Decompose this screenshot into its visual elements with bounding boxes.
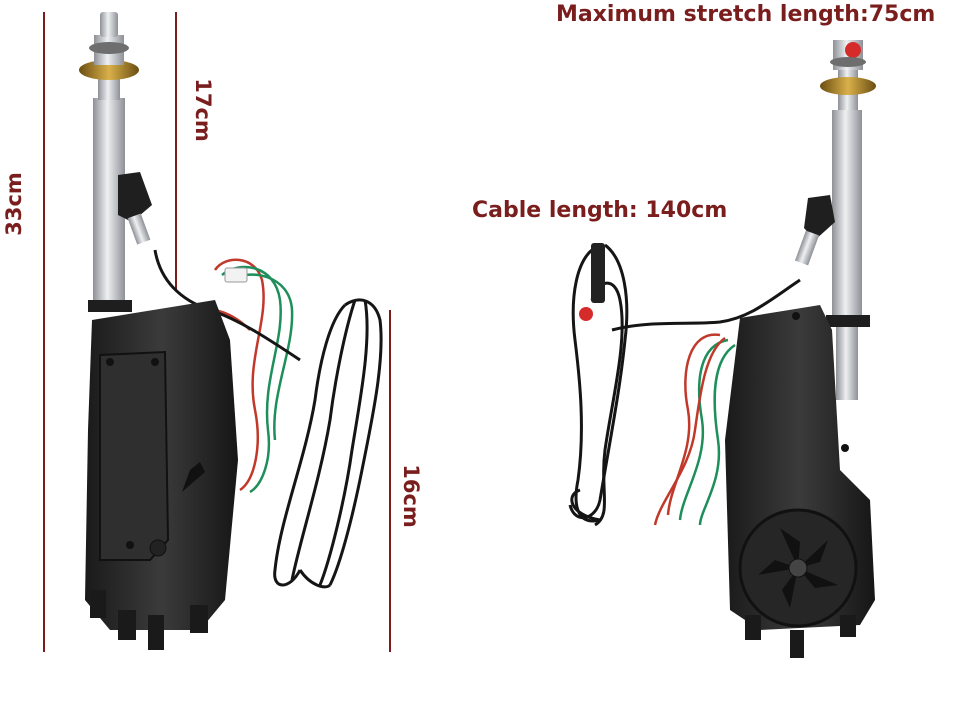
housing-cover (99, 350, 170, 561)
mast-height-label: 17cm (191, 78, 215, 142)
gear-fan-icon (758, 528, 838, 608)
dimension-lines (43, 12, 391, 652)
total-height-label: 33cm (2, 172, 26, 236)
connector-plug (224, 267, 248, 283)
max-stretch-label: Maximum stretch length:75cm (556, 2, 936, 27)
coiled-cable-right (568, 243, 801, 527)
antenna-left (79, 12, 383, 650)
mount-bracket (118, 172, 152, 222)
wires-right (653, 333, 736, 526)
tip-marker (845, 42, 861, 58)
mount-nut-right (820, 77, 876, 95)
antenna-mast-right (832, 110, 862, 320)
coiled-cable-left (273, 298, 383, 589)
cable-plug (591, 243, 605, 303)
antenna-right (568, 40, 876, 658)
body-height-label: 16cm (399, 464, 423, 528)
cable-length-label: Cable length: 140cm (472, 198, 728, 223)
